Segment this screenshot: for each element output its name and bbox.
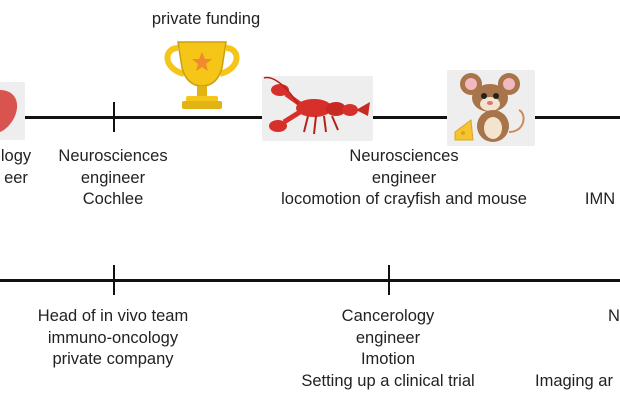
top-entry-3: IMN [584,190,616,208]
top-entry-1: Neurosciences engineer Cochlee [58,147,168,208]
bottom-entry-1: Cancerology engineer Imotion Setting up … [301,307,475,390]
bottom-entry-2: N Imaging ar [535,307,620,390]
bottom-tick-cancerology [388,265,390,295]
crayfish-icon [262,76,373,141]
top-entry-2: Neurosciences engineer locomotion of cra… [281,147,527,208]
top-tick-cochlee [113,102,115,132]
trophy-icon [160,38,244,112]
bottom-entry-0: Head of in vivo team immuno-oncology pri… [37,307,189,368]
top-entry-0: logy eer [0,147,32,187]
private-funding-label: private funding [151,10,261,28]
bottom-tick-in-vivo [113,265,115,295]
mouse-with-cheese-icon [447,70,535,146]
bottom-timeline-line [0,279,620,282]
red-organ-icon [0,82,25,140]
